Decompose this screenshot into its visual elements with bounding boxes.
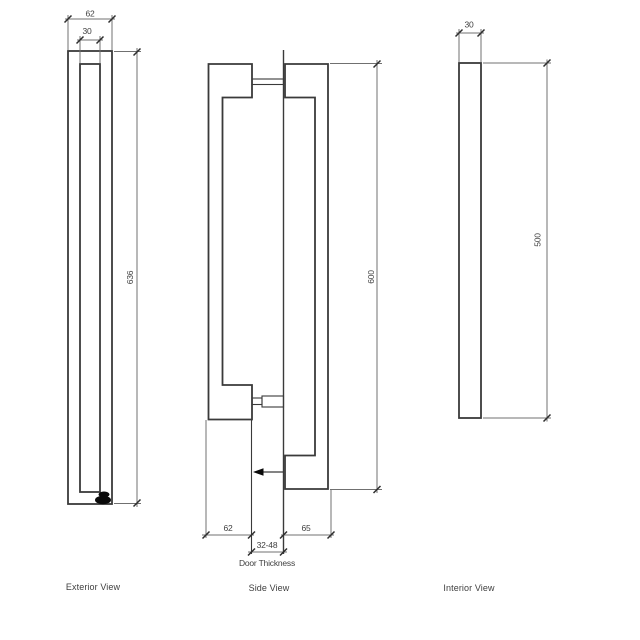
dim-label-exterior-width: 62 [85, 9, 95, 19]
bottom-fixing-bolt-body [261, 395, 285, 408]
dim-label-interior-width: 30 [464, 20, 474, 30]
interior-view: 30 500 Interior View [443, 20, 552, 593]
fixing-screw-arrow [253, 468, 284, 476]
dim-label-exterior-height: 636 [125, 270, 135, 284]
exterior-backplate-outline [67, 50, 113, 505]
dim-exterior-height: 636 [114, 47, 142, 508]
side-exterior-handle-profile [207, 63, 253, 421]
dim-exterior-width: 62 [63, 9, 117, 50]
bottom-fixing-bolt-neck [251, 397, 263, 406]
interior-view-label: Interior View [443, 583, 495, 593]
exterior-grip-bar-outline [79, 63, 101, 493]
exterior-view: 62 30 636 Exterior View [63, 9, 142, 592]
top-fixing-bolt [251, 78, 285, 86]
dim-label-side-height: 600 [366, 270, 376, 284]
interior-plate-outline [458, 62, 482, 419]
dim-exterior-grip-width: 30 [75, 26, 105, 63]
side-view-label: Side View [249, 583, 290, 593]
dim-label-side-exterior-projection: 62 [223, 523, 233, 533]
dim-side-interior-projection: 65 [279, 490, 336, 540]
dim-side-exterior-projection: 62 [201, 420, 256, 540]
dim-side-height: 600 [330, 59, 382, 494]
dim-side-door-thickness: 32-48 Door Thickness [239, 540, 295, 568]
dim-label-side-interior-projection: 65 [301, 523, 311, 533]
dim-label-door-thickness-range: 32-48 [257, 540, 278, 550]
dim-interior-height: 500 [483, 58, 552, 423]
bottom-screw-cap [95, 495, 111, 505]
door-thickness-caption: Door Thickness [239, 558, 295, 568]
side-view: 600 62 65 32-48 Door Thickness Side View [201, 50, 382, 593]
dim-label-exterior-grip-width: 30 [82, 26, 92, 36]
dim-interior-width: 30 [454, 20, 486, 62]
side-interior-handle-profile [284, 63, 329, 490]
dim-label-interior-height: 500 [533, 233, 543, 247]
exterior-view-label: Exterior View [66, 582, 121, 592]
